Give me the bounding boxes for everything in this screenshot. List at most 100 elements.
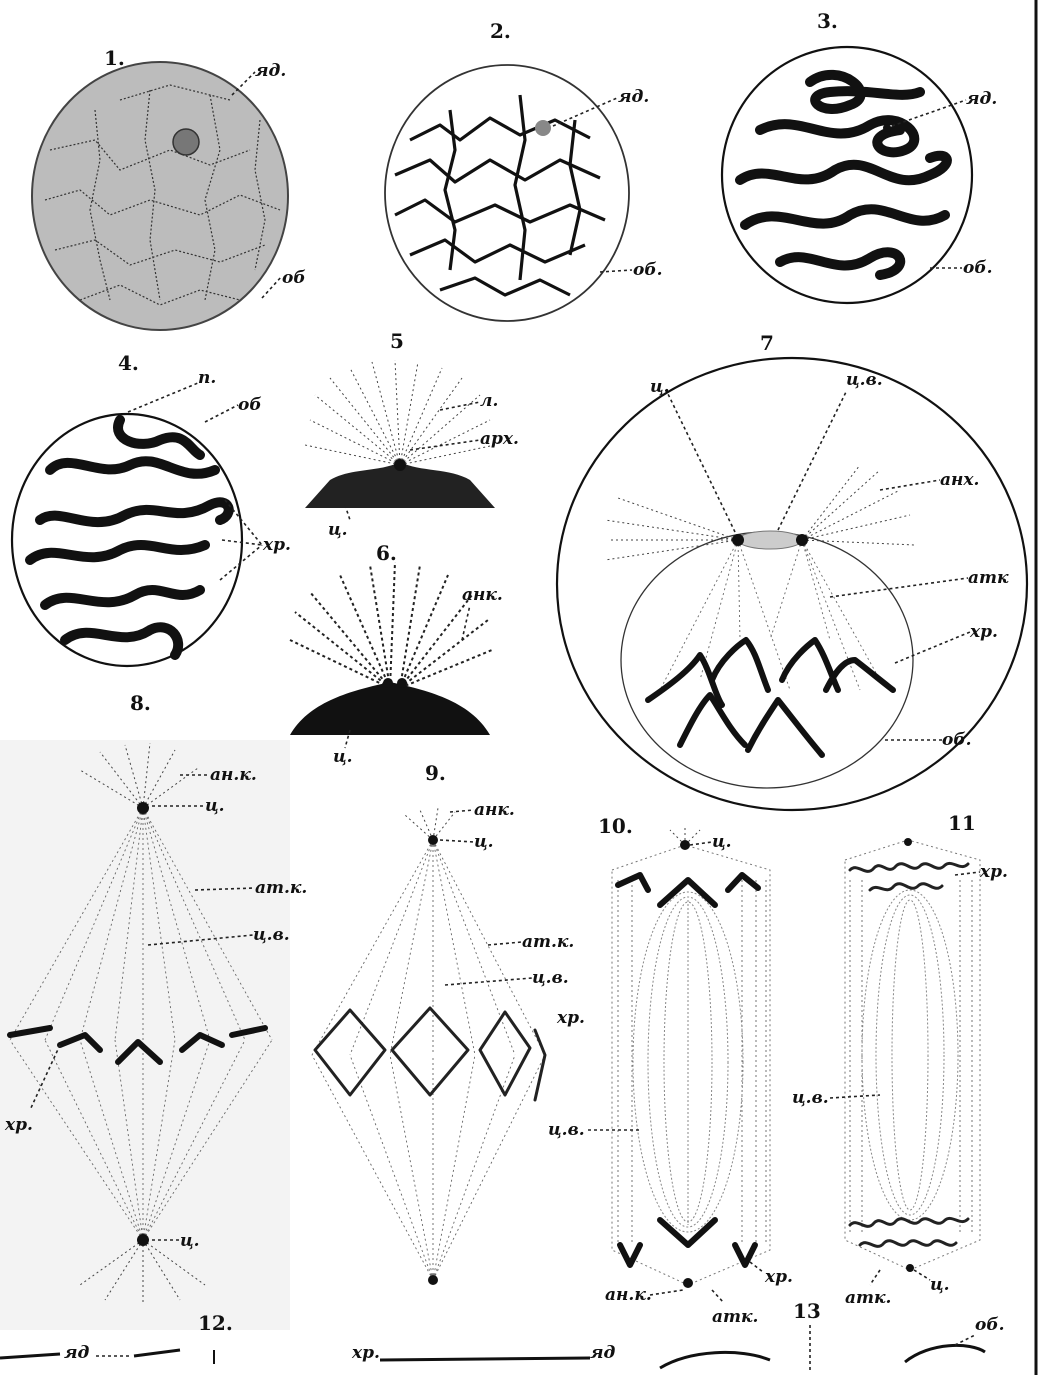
figure-10-outline <box>612 845 770 1285</box>
figure-8-centrosome-bottom <box>137 1234 149 1246</box>
figure-8-central-spindle-label: ц.в. <box>253 925 290 945</box>
figure-8-chromosomes-label: хр. <box>4 1115 33 1135</box>
figure-11-chromosomes-label: хр. <box>979 862 1008 882</box>
figure-12-line-c <box>380 1358 590 1360</box>
figure-7-membrane-label: об. <box>942 730 972 750</box>
figure-11-centrosome-top <box>904 838 912 846</box>
figure-5-rays-label: л. <box>480 391 498 411</box>
figure-7-chromosomes <box>648 640 893 755</box>
figure-13-number: 13 <box>793 1299 821 1323</box>
figure-12-nucleolus-b-label: яд <box>590 1343 616 1363</box>
figure-1-nucleolus <box>173 129 199 155</box>
figure-1-number: 1. <box>104 46 125 70</box>
figure-12-line-b <box>134 1350 180 1356</box>
figure-8: 8. <box>0 691 307 1330</box>
figure-6-aster <box>290 562 492 688</box>
figure-11-centrosome-label: ц. <box>930 1275 950 1295</box>
figure-7-number: 7 <box>760 331 774 355</box>
figure-7-chromosomes-label: хр. <box>969 622 998 642</box>
figure-4: 4. n. об хр. <box>12 351 291 666</box>
figure-5-number: 5 <box>390 329 404 353</box>
figure-11-mantle-fibers <box>850 880 972 1235</box>
figure-5-archoplasm-label: арх. <box>480 429 519 449</box>
figure-9-centrosome-top <box>428 835 438 845</box>
figure-9-centrosome-bottom <box>428 1275 438 1285</box>
figure-4-membrane-label: об <box>238 395 262 415</box>
figure-4-nucleolus-label: n. <box>198 368 216 388</box>
figure-2-nucleus <box>385 65 629 321</box>
figure-4-chromosomes <box>30 420 229 655</box>
figure-11-lower-chromosomes <box>850 1218 968 1246</box>
figure-5-centrosome <box>394 459 406 471</box>
figure-7-mantle-label: атк <box>968 568 1009 588</box>
figure-9-aster <box>405 808 455 840</box>
figure-12-number: 12. <box>198 1311 233 1335</box>
figure-9-central-spindle-label: ц.в. <box>532 968 569 988</box>
figure-9-spindle <box>312 840 545 1280</box>
figure-9-number: 9. <box>425 761 446 785</box>
figure-8-number: 8. <box>130 691 151 715</box>
figure-11: 11 хр. ц.в. атк. ц. <box>792 811 1008 1308</box>
figure-12-top-line <box>0 1354 60 1358</box>
figure-12-chromosomes-label: хр. <box>351 1343 380 1363</box>
figure-3-nucleolus-label: яд. <box>966 89 997 109</box>
figure-11-upper-chromosomes <box>850 863 968 890</box>
figure-7-centrosome-right <box>796 534 808 546</box>
figure-10-chromosomes-label: хр. <box>764 1267 793 1287</box>
figure-11-central-spindle-label: ц.в. <box>792 1088 829 1108</box>
figure-10-central-spindle <box>633 892 743 1232</box>
figure-8-mantle-label: ат.к. <box>255 878 307 898</box>
figure-8-centrosome-top-label: ц. <box>205 796 225 816</box>
figure-10-mantle-fibers <box>618 880 766 1245</box>
figure-9-chromosomes-label: хр. <box>556 1008 585 1028</box>
figure-10-mantle-label: атк. <box>712 1307 758 1327</box>
figure-8-aster-label: ан.к. <box>210 765 257 785</box>
figure-9: 9. <box>312 761 585 1285</box>
figure-7-centrosome-left <box>732 534 744 546</box>
figure-9-mantle-label: ат.к. <box>522 932 574 952</box>
figure-6-number: 6. <box>376 541 397 565</box>
figure-6-aster-label: анк. <box>462 585 503 605</box>
figure-10-centrosome-bottom <box>683 1278 693 1288</box>
figure-9-chromosomes <box>315 1008 545 1100</box>
figure-2-nucleolus-label: яд. <box>618 87 649 107</box>
figure-1-membrane-label: об <box>282 268 306 288</box>
figure-10: 10. <box>548 814 793 1327</box>
figure-13-arc-left <box>660 1352 770 1368</box>
figure-4-number: 4. <box>118 351 139 375</box>
figure-11-mantle-label: атк. <box>845 1288 891 1308</box>
figure-3-membrane-label: об. <box>963 258 993 278</box>
figure-4-nucleus <box>12 414 242 666</box>
figure-3: 3. яд. об. <box>722 9 997 303</box>
figure-2-membrane-label: об. <box>633 260 663 280</box>
figure-5-centrosome-label: ц. <box>328 520 348 540</box>
figure-6-centrosome-label: ц. <box>333 747 353 767</box>
figure-7-centrosome-label: ц. <box>650 377 670 397</box>
figure-8-centrosome-top <box>137 802 149 814</box>
figure-3-spireme <box>740 75 947 275</box>
figure-2-nucleolus <box>535 120 551 136</box>
figure-3-number: 3. <box>817 9 838 33</box>
figure-9-centrosome-label: ц. <box>474 832 494 852</box>
figure-13-membrane-label: об. <box>975 1315 1005 1335</box>
figure-4-chromosomes-label: хр. <box>262 535 291 555</box>
figure-10-number: 10. <box>598 814 633 838</box>
figure-3-nucleolus <box>883 124 891 132</box>
figure-7-central-spindle-label: ц.в. <box>846 370 883 390</box>
figure-6: 6. анк. ц. <box>290 541 503 767</box>
figure-1-nucleus <box>32 62 288 330</box>
figure-5: 5 л. арх. ц. <box>305 329 519 540</box>
figure-11-centrosome-bottom <box>906 1264 914 1272</box>
figure-9-aster-label: анк. <box>474 800 515 820</box>
figure-1: 1. яд. об <box>32 46 306 330</box>
figure-6-nucleus-cap <box>290 682 490 735</box>
figure-11-number: 11 <box>948 811 976 835</box>
figure-10-centrosome-label: ц. <box>712 832 732 852</box>
figure-7-aster-label: анх. <box>940 470 979 490</box>
figure-2-number: 2. <box>490 19 511 43</box>
figure-7-nucleus <box>621 532 913 788</box>
figure-10-central-spindle-label: ц.в. <box>548 1120 585 1140</box>
figure-5-astral-rays <box>305 360 495 465</box>
figure-8-centrosome-bottom-label: ц. <box>180 1231 200 1251</box>
